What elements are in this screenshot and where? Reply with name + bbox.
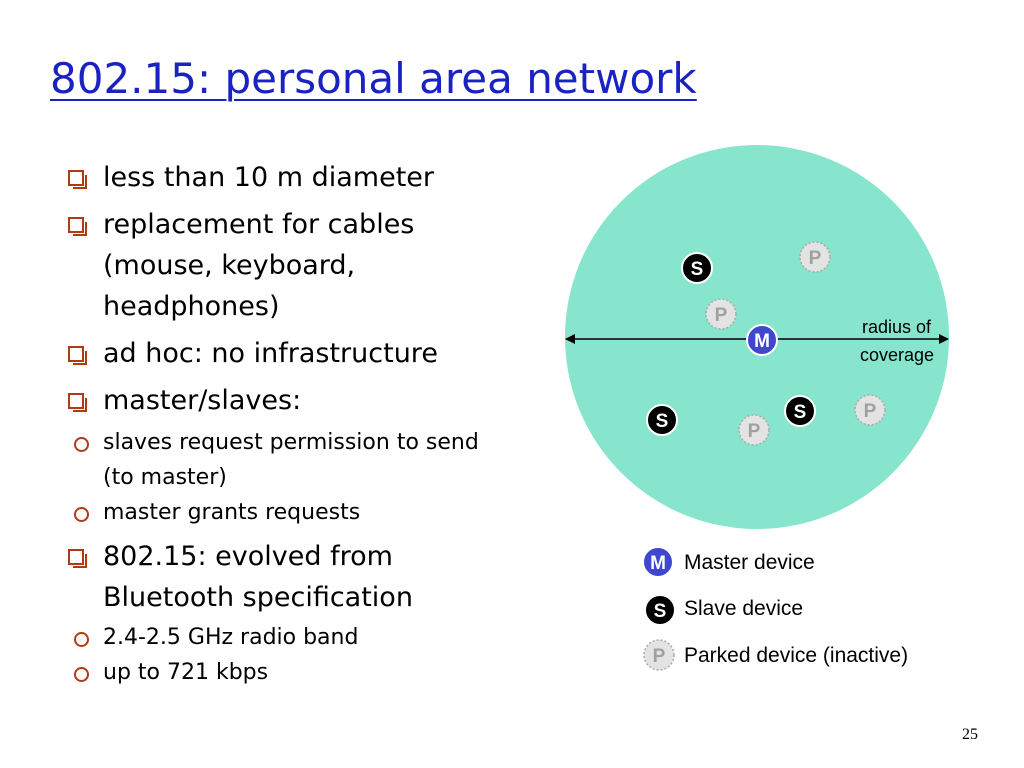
circle-bullet-icon bbox=[74, 437, 89, 452]
radius-label: radius of bbox=[862, 317, 932, 337]
sub-bullet-item: master grants requests bbox=[22, 495, 546, 530]
bullet-text: 802.15: evolved from Bluetooth specifica… bbox=[103, 541, 413, 613]
svg-text:S: S bbox=[654, 601, 667, 622]
svg-text:P: P bbox=[653, 646, 666, 667]
legend-label: Master device bbox=[684, 551, 815, 574]
sub-bullet-item: slaves request permission to send (to ma… bbox=[22, 425, 546, 495]
legend-slave: S Slave device bbox=[640, 591, 980, 625]
slave-device-node: S bbox=[784, 395, 816, 427]
bullet-text: master grants requests bbox=[103, 500, 361, 525]
sub-bullet-item: 2.4-2.5 GHz radio band bbox=[22, 620, 546, 655]
circle-bullet-icon bbox=[74, 507, 89, 522]
parked-device-node: P bbox=[854, 394, 886, 426]
bullet-text: replacement for cables (mouse, keyboard,… bbox=[103, 209, 415, 322]
device-node-label: S bbox=[656, 411, 669, 432]
bullet-text: less than 10 m diameter bbox=[103, 162, 434, 193]
legend-parked: P Parked device (inactive) bbox=[640, 638, 980, 672]
device-node-label: P bbox=[864, 401, 877, 422]
slave-device-icon bbox=[681, 252, 713, 284]
legend-master: M Master device bbox=[640, 545, 980, 579]
device-node-label: M bbox=[754, 331, 770, 352]
bullet-text: up to 721 kbps bbox=[103, 660, 269, 685]
circle-bullet-icon bbox=[74, 667, 89, 682]
bullet-item: replacement for cables (mouse, keyboard,… bbox=[66, 204, 546, 327]
bullet-text: ad hoc: no infrastructure bbox=[103, 338, 438, 369]
bullet-item: ad hoc: no infrastructure bbox=[66, 333, 546, 374]
parked-device-icon: P bbox=[643, 639, 675, 671]
device-node-label: S bbox=[794, 402, 807, 423]
svg-text:M: M bbox=[650, 553, 666, 574]
parked-device-icon bbox=[799, 241, 831, 273]
master-device-icon: M bbox=[642, 546, 674, 578]
bullet-text: master/slaves: bbox=[103, 385, 302, 416]
bullet-text: 2.4-2.5 GHz radio band bbox=[103, 625, 359, 650]
radius-label: coverage bbox=[860, 345, 934, 365]
bullet-item: 802.15: evolved from Bluetooth specifica… bbox=[66, 536, 546, 618]
slave-device-icon: S bbox=[644, 594, 676, 625]
sub-bullet-item: up to 721 kbps bbox=[22, 655, 546, 690]
square-bullet-icon bbox=[68, 346, 87, 365]
slave-device-icon bbox=[646, 404, 678, 436]
slide-title: 802.15: personal area network bbox=[50, 54, 697, 103]
master-device-node: M bbox=[746, 324, 778, 356]
legend-label: Slave device bbox=[684, 597, 804, 620]
bullet-item: master/slaves: bbox=[66, 380, 546, 421]
circle-bullet-icon bbox=[74, 632, 89, 647]
slave-device-node: S bbox=[681, 252, 713, 284]
device-node-label: P bbox=[809, 248, 822, 269]
device-node-label: S bbox=[691, 259, 704, 280]
bullet-text: slaves request permission to send (to ma… bbox=[103, 430, 479, 490]
slave-device-node: S bbox=[646, 404, 678, 436]
parked-device-icon bbox=[705, 298, 737, 330]
bullet-item: less than 10 m diameter bbox=[66, 157, 546, 198]
parked-device-node: P bbox=[799, 241, 831, 273]
square-bullet-icon bbox=[68, 217, 87, 236]
square-bullet-icon bbox=[68, 170, 87, 189]
bullet-list: less than 10 m diameter replacement for … bbox=[66, 157, 546, 690]
device-nodes: S P P M S S P P bbox=[646, 241, 886, 446]
parked-device-node: P bbox=[705, 298, 737, 330]
legend-label: Parked device (inactive) bbox=[684, 644, 909, 667]
page-number: 25 bbox=[962, 726, 978, 743]
parked-device-icon bbox=[738, 414, 770, 446]
parked-device-icon bbox=[854, 394, 886, 426]
device-node-label: P bbox=[748, 421, 761, 442]
square-bullet-icon bbox=[68, 549, 87, 568]
device-node-label: P bbox=[715, 305, 728, 326]
slave-device-icon bbox=[784, 395, 816, 427]
parked-device-node: P bbox=[738, 414, 770, 446]
square-bullet-icon bbox=[68, 393, 87, 412]
master-device-icon bbox=[746, 324, 778, 356]
